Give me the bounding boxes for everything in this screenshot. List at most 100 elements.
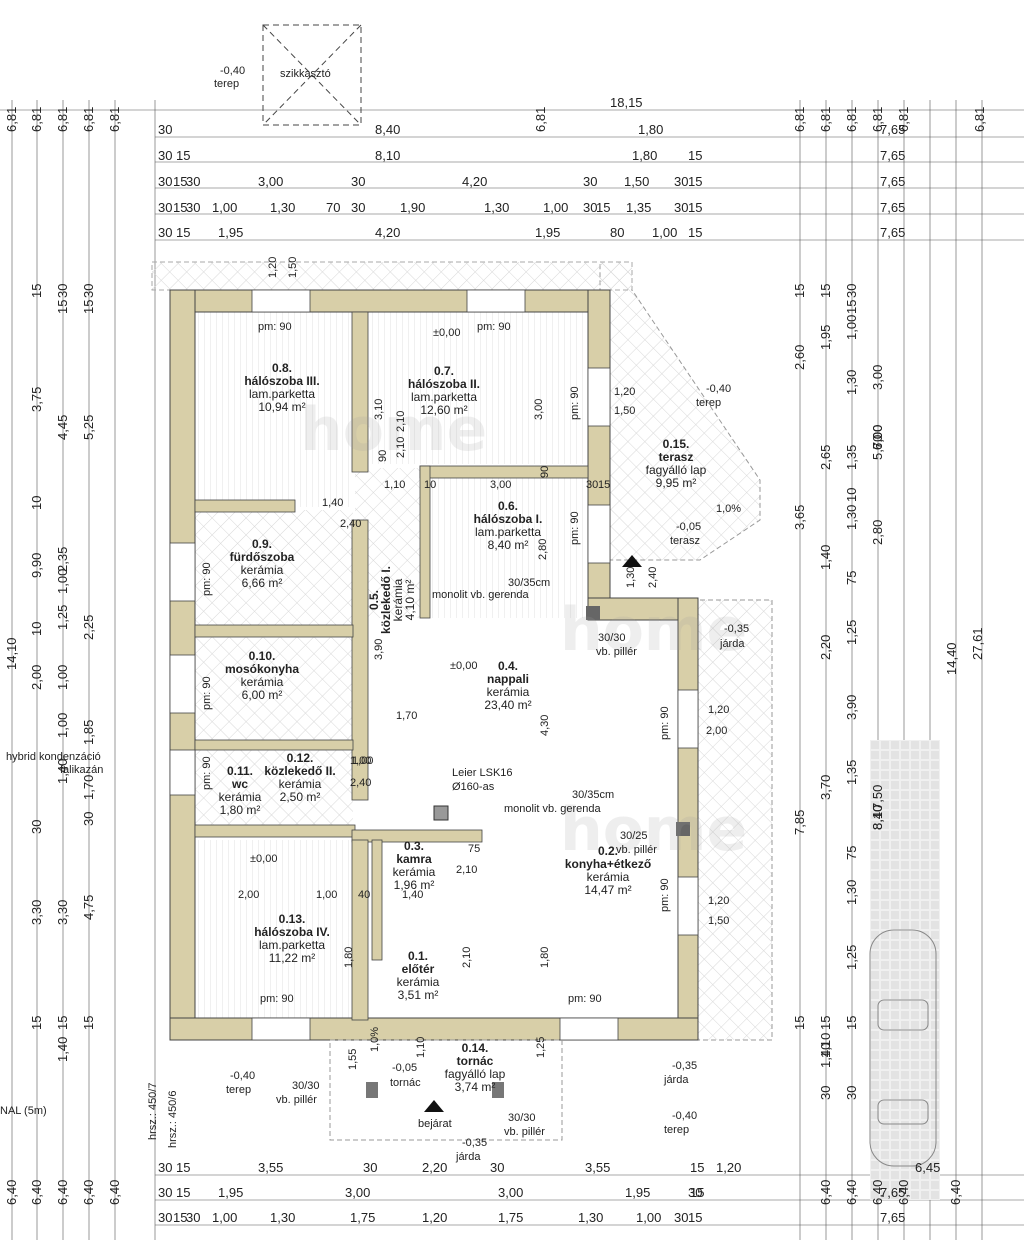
- interior-dimension: 1,80: [343, 947, 355, 968]
- top-dim-row-2: 30: [158, 148, 172, 163]
- room-name-0-14: tornác: [457, 1054, 494, 1068]
- top-edge-tick: 6,81: [4, 107, 19, 132]
- room-id-0-9: 0.9.: [252, 537, 272, 551]
- right-dim-col-c: 1,40: [818, 545, 833, 570]
- top-dim-row-5: 7,65: [880, 225, 905, 240]
- interior-dimension: 1,55: [347, 1049, 359, 1070]
- left-dim-col-c: 4,75: [81, 895, 96, 920]
- room-id-0-14: 0.14.: [462, 1041, 489, 1055]
- right-dim-col-e: 5,70: [870, 435, 885, 460]
- bottom-edge-tick: 6,40: [818, 1180, 833, 1205]
- level-jarda: -0,35: [672, 1060, 697, 1072]
- parapet-height: pm: 90: [260, 993, 294, 1005]
- room-id-0-4: 0.4.: [498, 659, 518, 673]
- interior-dimension: 90: [539, 466, 551, 478]
- right-dim-col-d: 15: [844, 300, 859, 314]
- top-dim-row-4: 1,00: [543, 200, 568, 215]
- level-zero: ±0,00: [250, 853, 277, 865]
- room-area-0-2: 14,47 m²: [584, 883, 631, 897]
- bottom-dim-row-3: 1,30: [578, 1210, 603, 1225]
- plot-number-b: hrsz.: 450/6: [167, 1091, 179, 1148]
- bottom-dim-row-1: 3,55: [258, 1160, 283, 1175]
- parapet-height: pm: 90: [201, 756, 213, 790]
- top-edge-tick: 6,81: [972, 107, 987, 132]
- right-dim-col-b: 15: [792, 1016, 807, 1030]
- room-name-0-12: közlekedő II.: [264, 764, 335, 778]
- bottom-dim-row-1: 1,20: [716, 1160, 741, 1175]
- bottom-dim-row-2: 15: [176, 1185, 190, 1200]
- room-id-0-12: 0.12.: [287, 751, 314, 765]
- right-dim-col-b: 2,60: [792, 345, 807, 370]
- interior-dimension: 1,20: [614, 386, 635, 398]
- interior-dimension: 3,10: [373, 399, 385, 420]
- top-edge-tick: 6,81: [107, 107, 122, 132]
- room-finish-0-8: lam.parketta: [249, 387, 315, 401]
- left-dim-col-c: 30: [81, 812, 96, 826]
- bottom-dim-row-2: 30: [158, 1185, 172, 1200]
- interior-dimension: 1,20: [267, 257, 279, 278]
- bottom-dim-row-2: 30: [688, 1185, 702, 1200]
- room-id-0-1: 0.1.: [408, 949, 428, 963]
- column-1: [586, 606, 600, 620]
- bottom-dim-row-3: 7,65: [880, 1210, 905, 1225]
- right-dim-col-d: 3,90: [844, 695, 859, 720]
- room-id-0-7: 0.7.: [434, 364, 454, 378]
- bottom-dim-row-2: 1,95: [218, 1185, 243, 1200]
- chimney: [433, 805, 449, 821]
- right-dim-col-d: 75: [844, 571, 859, 585]
- room-finish-0-6: lam.parketta: [475, 525, 541, 539]
- beam-size: 30/35cm: [508, 577, 550, 589]
- top-dim-row-3: 15: [173, 174, 187, 189]
- right-dim-col-d: 1,25: [844, 945, 859, 970]
- room-area-0-11: 1,80 m²: [220, 803, 261, 817]
- top-dim-row-1: 30: [158, 122, 172, 137]
- top-dim-row-2: 15: [176, 148, 190, 163]
- room-name-0-9: fürdőszoba: [230, 550, 295, 564]
- interior-dimension: 1,00: [316, 889, 337, 901]
- top-dim-row-4: 1,30: [270, 200, 295, 215]
- room-area-0-9: 6,66 m²: [242, 576, 283, 590]
- left-dim-col-b: 30: [55, 284, 70, 298]
- right-dim-col-c: 1,40: [818, 1043, 833, 1068]
- level-terep: -0,40: [220, 65, 245, 77]
- right-dim-col-b: 15: [792, 284, 807, 298]
- parapet-height: pm: 90: [258, 321, 292, 333]
- right-dim-col-e: 8,40: [870, 805, 885, 830]
- bottom-dim-row-1: 3,55: [585, 1160, 610, 1175]
- room-area-0-1: 3,51 m²: [398, 988, 439, 1002]
- top-dim-row-4: 15: [596, 200, 610, 215]
- right-dim-col-c: 2,65: [818, 445, 833, 470]
- interior-dimension: 1,80: [539, 947, 551, 968]
- bottom-edge-tick: 6,40: [55, 1180, 70, 1205]
- boiler-label-2: falikazán: [60, 764, 103, 776]
- top-dim-row-2: 15: [688, 148, 702, 163]
- right-dim-col-c: 1,95: [818, 325, 833, 350]
- left-dim-col-b: 1,40: [55, 759, 70, 784]
- level-terasz: -0,05: [676, 521, 701, 533]
- room-area-0-8: 10,94 m²: [258, 400, 305, 414]
- bottom-dim-row-2: 15: [690, 1185, 704, 1200]
- room-finish-0-14: fagyálló lap: [445, 1067, 506, 1081]
- top-dim-row-4: 15: [173, 200, 187, 215]
- right-dim-col-d: 1,35: [844, 445, 859, 470]
- top-dim-row-4: 70: [326, 200, 340, 215]
- parapet-height: pm: 90: [569, 386, 581, 420]
- right-dim-col-c: 15: [818, 1016, 833, 1030]
- right-dim-col-c: 15: [818, 284, 833, 298]
- porch-pillar-left: [366, 1082, 378, 1098]
- level-terep: -0,40: [230, 1070, 255, 1082]
- room-id-0-3: 0.3.: [404, 839, 424, 853]
- right-dim-col-e: 6,00: [870, 425, 885, 450]
- level-terep-label: terep: [696, 397, 721, 409]
- right-dim-col-d: 30: [844, 1086, 859, 1100]
- interior-dimension: 2,80: [537, 539, 549, 560]
- room-finish-0-15: fagyálló lap: [646, 463, 707, 477]
- room-finish-0-11: kerámia: [219, 790, 262, 804]
- parapet-height: pm: 90: [659, 878, 671, 912]
- top-dim-row-4: 30: [186, 200, 200, 215]
- parapet-height: pm: 90: [659, 706, 671, 740]
- interior-dimension: 4,30: [539, 715, 551, 736]
- car-icon: [869, 929, 937, 1167]
- beam-label: monolit vb. gerenda: [432, 589, 529, 601]
- left-dim-col-a: 30: [29, 820, 44, 834]
